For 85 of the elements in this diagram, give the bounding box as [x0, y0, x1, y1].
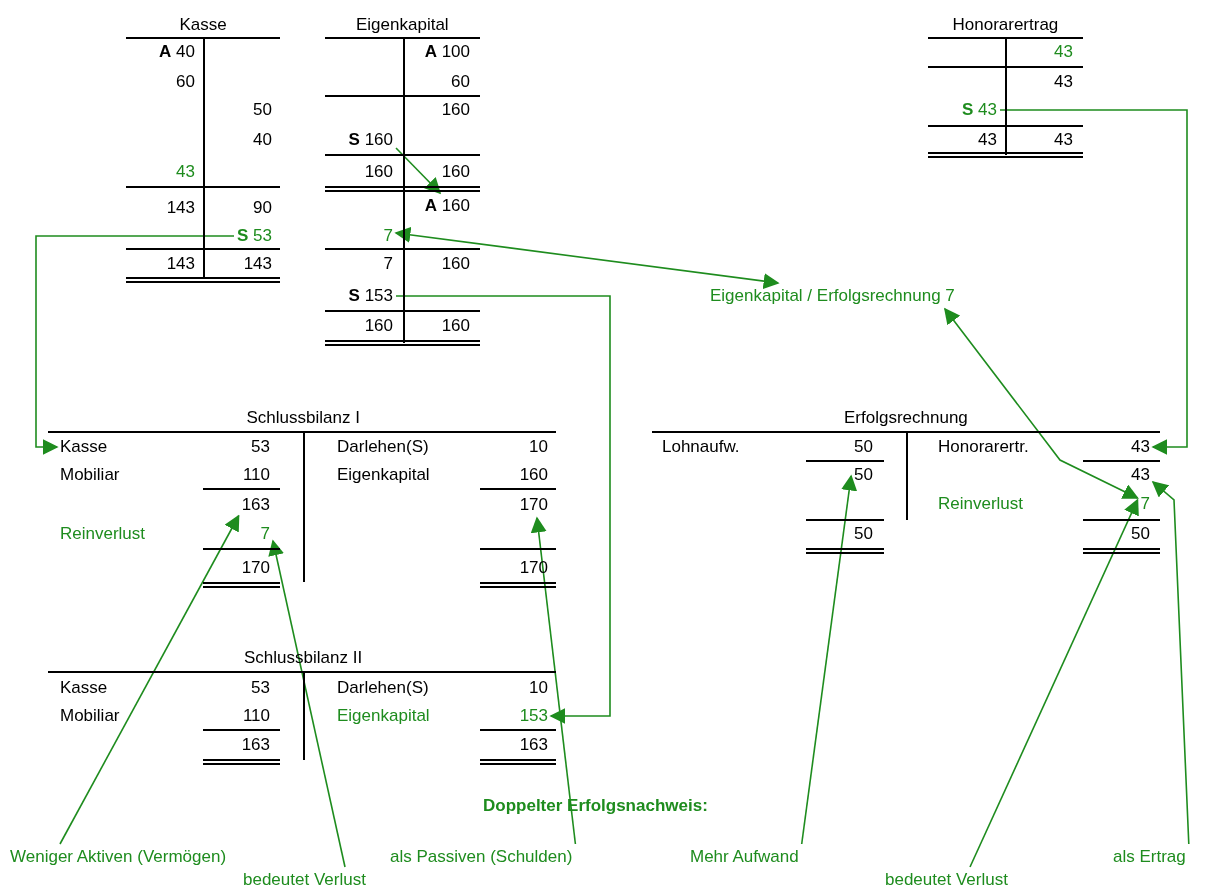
account-title: Honorarertrag	[952, 15, 1059, 35]
amount-entry: 50	[854, 465, 873, 485]
amount-entry: 43	[1054, 72, 1073, 92]
account-name: Honorarertr.	[938, 437, 1029, 457]
amount-entry: 43	[176, 162, 195, 182]
amount-entry: 53	[251, 678, 270, 698]
amount-entry: 60	[451, 72, 470, 92]
annotation-text: als Ertrag	[1113, 847, 1186, 867]
amount-entry: 60	[176, 72, 195, 92]
annotation-text: Eigenkapital / Erfolgsrechnung 7	[710, 286, 955, 306]
amount-entry: S 160	[348, 130, 393, 150]
amount-entry: A 160	[424, 196, 470, 216]
account-name: Darlehen(S)	[337, 437, 429, 457]
arrow	[999, 109, 1188, 455]
amount-entry: 170	[241, 558, 270, 578]
account-name: Mobiliar	[60, 465, 120, 485]
amount-entry: 40	[253, 130, 272, 150]
amount-entry: 43	[1054, 42, 1073, 62]
amount-entry: 160	[441, 254, 470, 274]
amount-entry: 170	[519, 495, 548, 515]
annotation-text: als Passiven (Schulden)	[390, 847, 573, 867]
amount-entry: 50	[253, 100, 272, 120]
amount-entry: 160	[364, 316, 393, 336]
amount-entry: 153	[519, 706, 548, 726]
amount-entry: 160	[519, 465, 548, 485]
arrow	[944, 307, 1139, 499]
annotation-text: Weniger Aktiven (Vermögen)	[10, 847, 227, 867]
account-name: Kasse	[60, 678, 108, 698]
arrow	[35, 235, 235, 455]
amount-entry: 43	[1131, 437, 1150, 457]
amount-entry: 7	[383, 254, 393, 274]
annotation-text: bedeutet Verlust	[885, 870, 1008, 890]
amount-entry: 50	[1131, 524, 1150, 544]
amount-entry: A 40	[159, 42, 195, 62]
arrow	[969, 498, 1139, 868]
amount-entry: 53	[251, 437, 270, 457]
account-name: Reinverlust	[60, 524, 146, 544]
account-name: Kasse	[60, 437, 108, 457]
amount-entry: 143	[243, 254, 272, 274]
amount-entry: 7	[260, 524, 270, 544]
account-name: Lohnaufw.	[662, 437, 740, 457]
arrow	[1151, 480, 1190, 845]
amount-entry: 143	[166, 254, 195, 274]
amount-entry: A 100	[424, 42, 470, 62]
amount-entry: S 53	[237, 226, 272, 246]
amount-entry: 163	[241, 735, 270, 755]
annotation-text: Mehr Aufwand	[690, 847, 799, 867]
arrow	[530, 516, 577, 845]
amount-entry: 110	[242, 706, 270, 726]
amount-entry: 160	[364, 162, 393, 182]
account-name: Eigenkapital	[337, 706, 430, 726]
amount-entry: 160	[441, 100, 470, 120]
account-name: Mobiliar	[60, 706, 120, 726]
account-title: Erfolgsrechnung	[844, 408, 968, 428]
amount-entry: 43	[1054, 130, 1073, 150]
account-title: Kasse	[179, 15, 227, 35]
amount-entry: 163	[519, 735, 548, 755]
amount-entry: 10	[529, 678, 548, 698]
amount-entry: S 153	[348, 286, 393, 306]
account-name: Darlehen(S)	[337, 678, 429, 698]
arrow	[268, 539, 346, 868]
amount-entry: 43	[1131, 465, 1150, 485]
amount-entry: 90	[253, 198, 272, 218]
amount-entry: 110	[242, 465, 270, 485]
amount-entry: 163	[241, 495, 270, 515]
arrow	[395, 295, 611, 724]
amount-entry: 160	[441, 162, 470, 182]
arrow	[800, 474, 858, 845]
amount-entry: 143	[166, 198, 195, 218]
amount-entry: 50	[854, 437, 873, 457]
arrow	[395, 147, 442, 195]
account-name: Reinverlust	[938, 494, 1024, 514]
arrow	[394, 226, 780, 290]
annotation-text: bedeutet Verlust	[243, 870, 366, 890]
amount-entry: 160	[441, 316, 470, 336]
amount-entry: S 43	[962, 100, 997, 120]
amount-entry: 50	[854, 524, 873, 544]
account-title: Eigenkapital	[356, 15, 449, 35]
account-title: Schlussbilanz I	[246, 408, 360, 428]
amount-entry: 7	[383, 226, 393, 246]
arrow	[59, 514, 240, 845]
amount-entry: 10	[529, 437, 548, 457]
amount-entry: 7	[1140, 494, 1150, 514]
account-name: Eigenkapital	[337, 465, 430, 485]
amount-entry: 43	[978, 130, 997, 150]
